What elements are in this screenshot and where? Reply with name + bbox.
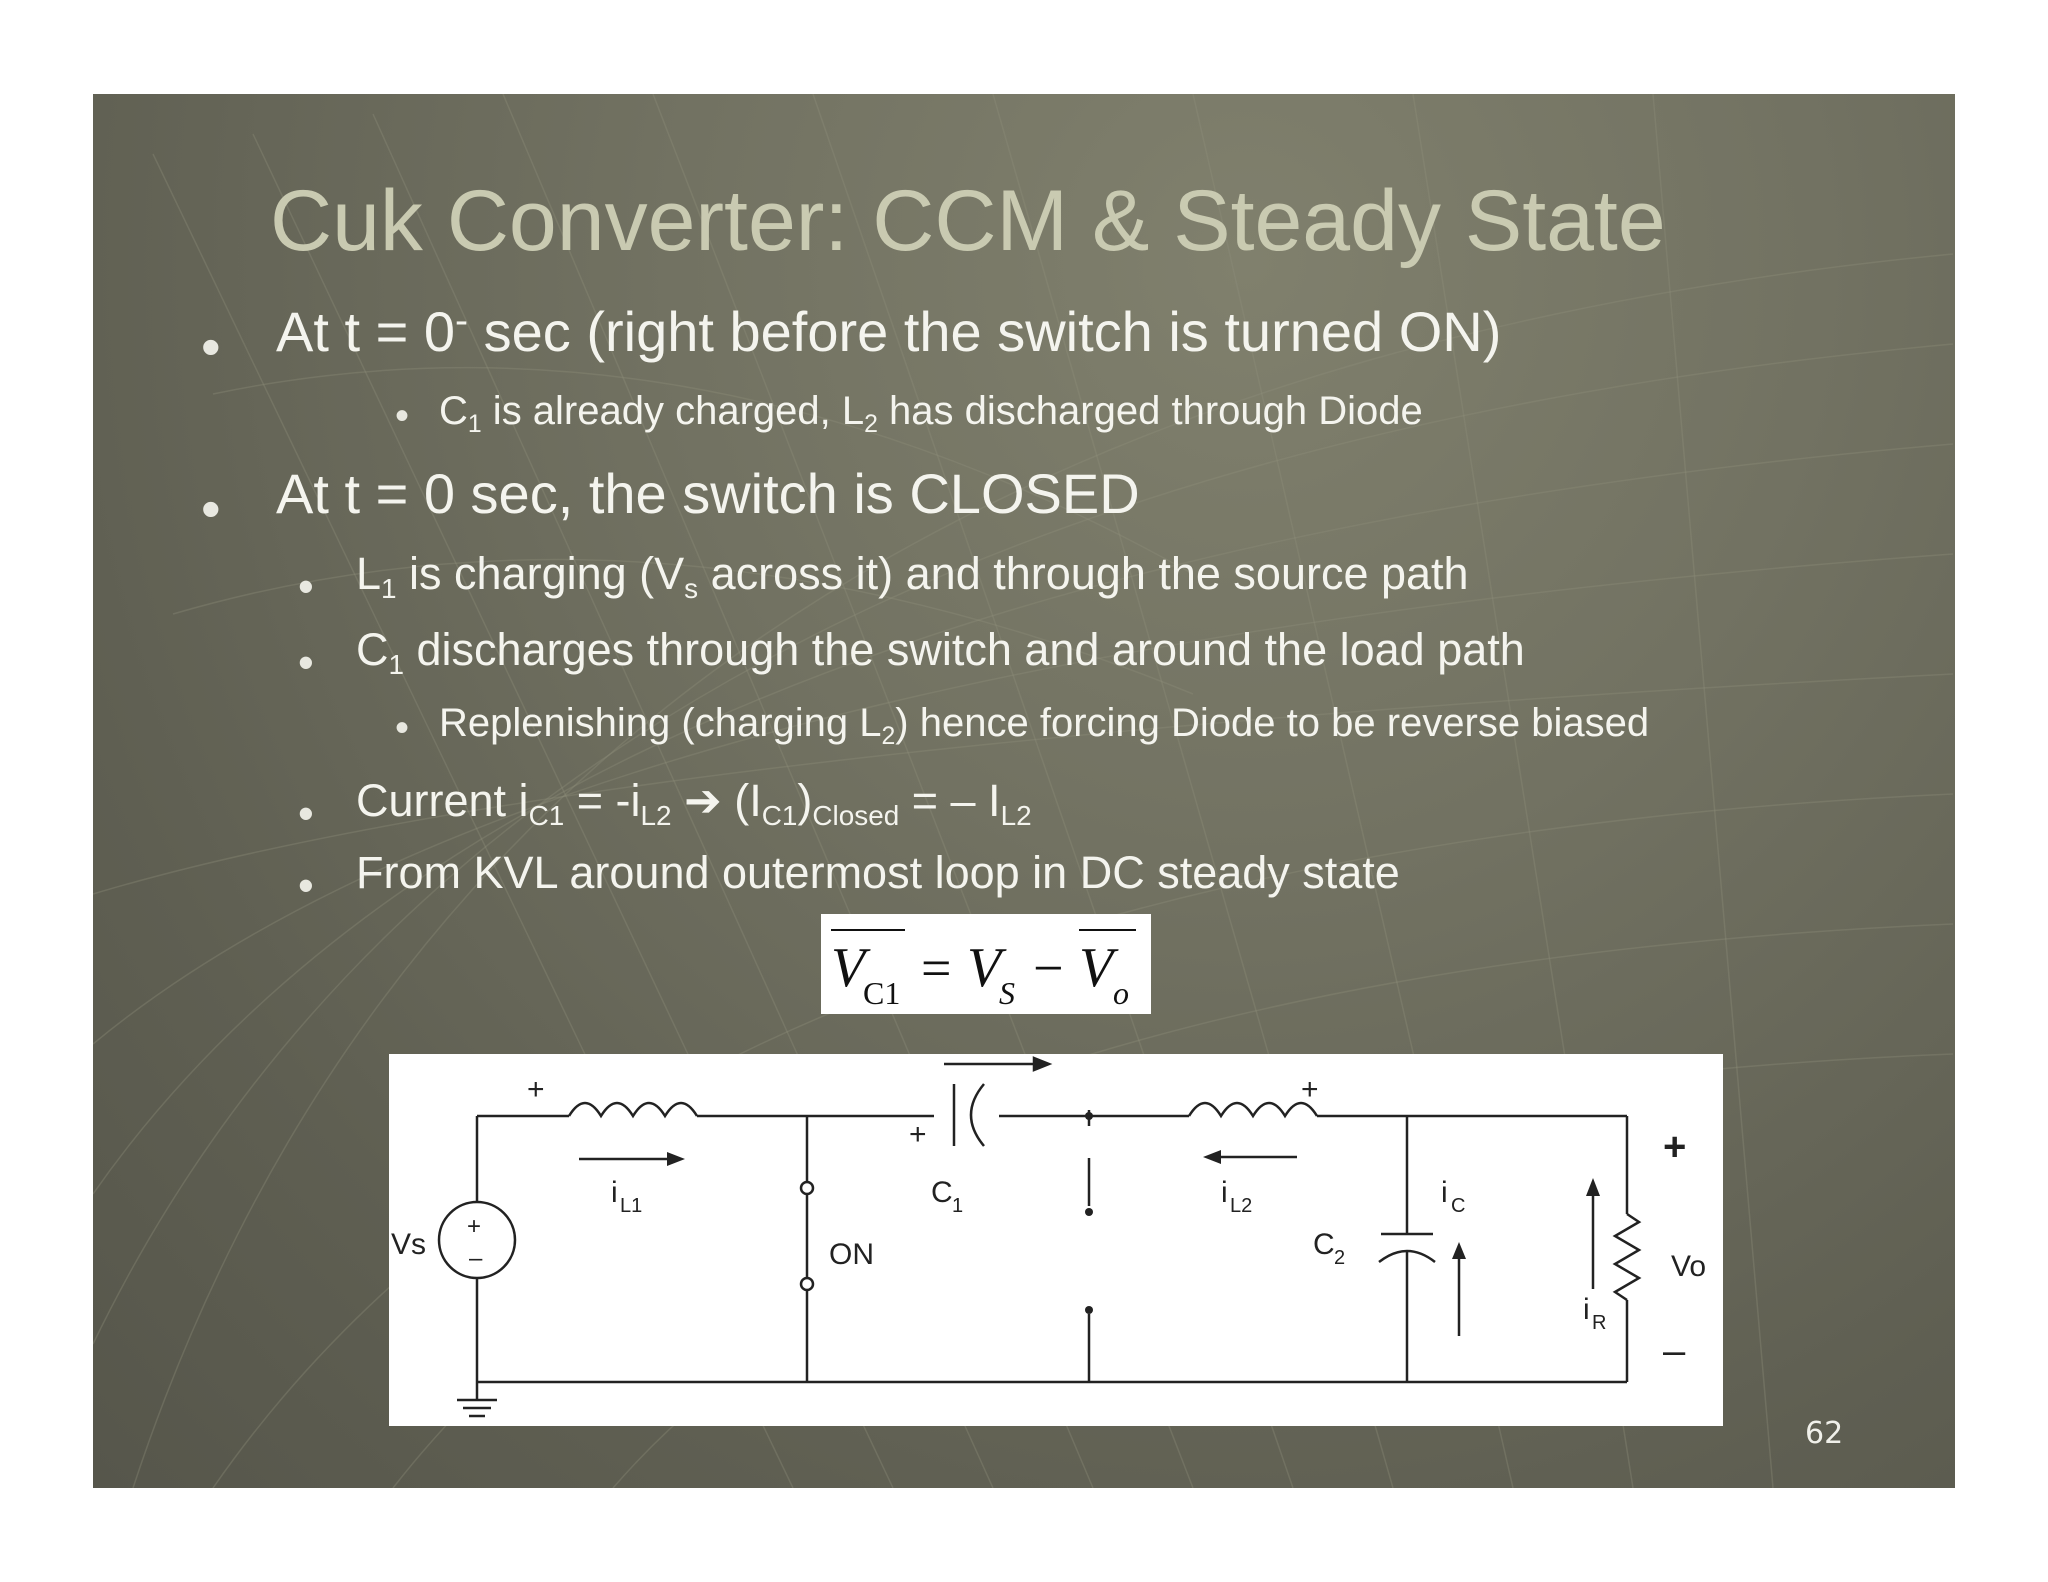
formula-equals: = xyxy=(921,938,951,998)
c1-plus-label: + xyxy=(909,1118,927,1151)
source-plus: + xyxy=(467,1213,481,1240)
bullet-level2-current-relation: Current iC1 = -iL2 ➔ (IC1)Closed = – IL2 xyxy=(356,775,1032,831)
bullet-level2-kvl: From KVL around outermost loop in DC ste… xyxy=(356,847,1400,898)
ir-label: i xyxy=(1583,1293,1590,1326)
bullet-dot: • xyxy=(298,788,314,839)
l1-plus-label: + xyxy=(527,1073,545,1106)
slide-title: Cuk Converter: CCM & Steady State xyxy=(270,173,1666,269)
switch-on-label: ON xyxy=(829,1238,874,1271)
bullet-dot: • xyxy=(395,394,410,438)
c1-sub: 1 xyxy=(952,1195,963,1217)
il2-label: i xyxy=(1221,1176,1228,1209)
bullet-dot: • xyxy=(298,637,314,688)
vo-plus-label: + xyxy=(1663,1125,1686,1169)
bullet-dot: • xyxy=(395,706,410,750)
bullet-level1-switch-closed: At t = 0 sec, the switch is CLOSED xyxy=(276,462,1140,525)
bullet-dot: • xyxy=(201,315,221,378)
c2-label: C xyxy=(1313,1228,1335,1261)
il1-label: i xyxy=(611,1176,618,1209)
formula-minus: − xyxy=(1033,938,1063,998)
bullet-level3-c1-charged: C1 is already charged, L2 has discharged… xyxy=(439,389,1423,438)
vs-label: Vs xyxy=(391,1228,426,1261)
formula-vc1-var: V xyxy=(831,937,871,999)
il2-sub: L2 xyxy=(1230,1195,1252,1217)
formula-graphic: V C1 = V S − V o xyxy=(831,929,1136,1011)
page-number: 62 xyxy=(1805,1416,1844,1451)
il1-sub: L1 xyxy=(620,1195,642,1217)
bullet-dot: • xyxy=(201,477,221,540)
ic-sub: C xyxy=(1451,1195,1465,1217)
formula-vs-var: V xyxy=(967,937,1007,999)
bullet-level1-before-switch: At t = 0- sec (right before the switch i… xyxy=(276,299,1502,363)
circuit-schematic: + i L1 + C 1 + i L2 Vs + – ON C 2 i C i … xyxy=(391,1056,1706,1418)
bullet-dot: • xyxy=(298,860,314,911)
c1-label: C xyxy=(931,1176,953,1209)
vo-label: Vo xyxy=(1671,1250,1706,1283)
bullet-dot: • xyxy=(298,561,314,612)
formula-vo-sub: o xyxy=(1113,975,1129,1011)
slide: Cuk Converter: CCM & Steady State • At t… xyxy=(93,94,1955,1488)
c2-sub: 2 xyxy=(1334,1247,1345,1269)
ic-label: i xyxy=(1441,1176,1448,1209)
cuk-circuit-diagram: + i L1 + C 1 + i L2 Vs + – ON C 2 i C i … xyxy=(389,1054,1723,1426)
bullet-level2-l1-charging: L1 is charging (Vs across it) and throug… xyxy=(356,548,1469,604)
kvl-formula: V C1 = V S − V o xyxy=(821,914,1151,1014)
vo-minus-label: – xyxy=(1663,1329,1686,1373)
bullet-level2-c1-discharges: C1 discharges through the switch and aro… xyxy=(356,624,1525,680)
formula-vc1-sub: C1 xyxy=(863,975,900,1011)
ir-sub: R xyxy=(1592,1312,1606,1334)
bullet-level3-replenishing: Replenishing (charging L2) hence forcing… xyxy=(439,701,1650,750)
formula-vo-var: V xyxy=(1079,937,1119,999)
l2-plus-label: + xyxy=(1301,1073,1319,1106)
formula-vs-sub: S xyxy=(999,975,1015,1011)
source-minus: – xyxy=(469,1245,483,1272)
